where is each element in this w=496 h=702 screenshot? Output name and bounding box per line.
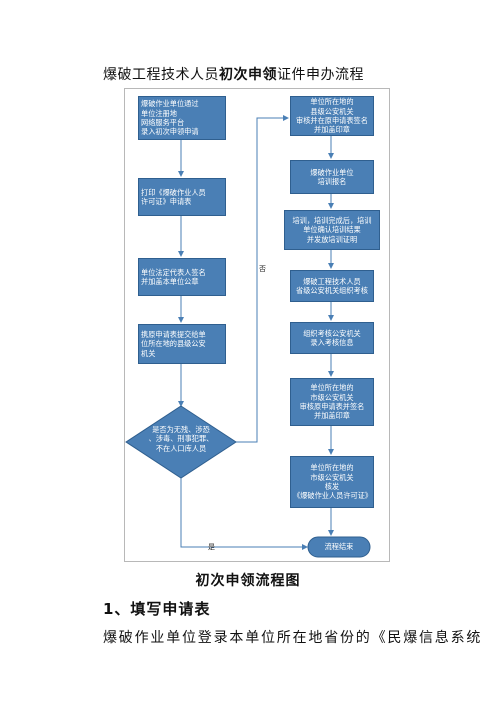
step-city-review: 单位所在地的 市级公安机关 审核原申请表并签名 并加盖印章 bbox=[290, 378, 374, 426]
decision-label: 是否为无残、涉恐 、涉毒、刑事犯罪、 不在人口库人员 bbox=[148, 425, 214, 453]
step-provincial-exam: 爆破工程技术人员 省级公安机关组织考核 bbox=[290, 270, 374, 302]
step-training-signup: 爆破作业单位 培训报名 bbox=[290, 160, 374, 194]
page-title: 爆破工程技术人员初次申领证件申办流程 bbox=[103, 67, 364, 83]
arrow-no-branch bbox=[236, 115, 289, 443]
edge-label-yes: 是 bbox=[208, 543, 215, 551]
flowchart: 爆破作业单位通过 单位注册地 网络服务平台 录入初次申领申请 打印《爆破作业人员… bbox=[124, 88, 390, 562]
step-submit-county: 携原申请表提交给单 位所在地的县级公安 机关 bbox=[138, 324, 226, 364]
edge-label-no: 否 bbox=[259, 265, 266, 273]
end-label: 流程结束 bbox=[324, 542, 354, 551]
section-heading: 1、填写申请表 bbox=[103, 600, 211, 618]
figure-caption: 初次申领流程图 bbox=[195, 573, 301, 589]
step-record-exam: 组织考核公安机关 录入考核信息 bbox=[290, 322, 374, 354]
decision-diamond bbox=[125, 405, 237, 479]
step-online-application: 爆破作业单位通过 单位注册地 网络服务平台 录入初次申领申请 bbox=[138, 96, 226, 140]
step-issue-permit: 单位所在地的 市级公安机关 核发 《爆破作业人员许可证》 bbox=[290, 456, 374, 508]
arrow-yes-branch bbox=[180, 478, 308, 550]
step-training: 培训，培训完成后，培训 单位确认培训结果 并发放培训证明 bbox=[284, 210, 380, 250]
step-print-form: 打印《爆破作业人员 许可证》申请表 bbox=[138, 178, 226, 216]
body-paragraph: 爆破作业单位登录本单位所在地省份的《民爆信息系统 bbox=[103, 630, 483, 646]
end-terminator bbox=[307, 536, 371, 558]
step-county-review: 单位所在地的 县级公安机关 审核并在原申请表签名 并加盖印章 bbox=[290, 96, 374, 136]
step-legal-signature: 单位法定代表人签名 并加盖本单位公章 bbox=[138, 258, 226, 296]
